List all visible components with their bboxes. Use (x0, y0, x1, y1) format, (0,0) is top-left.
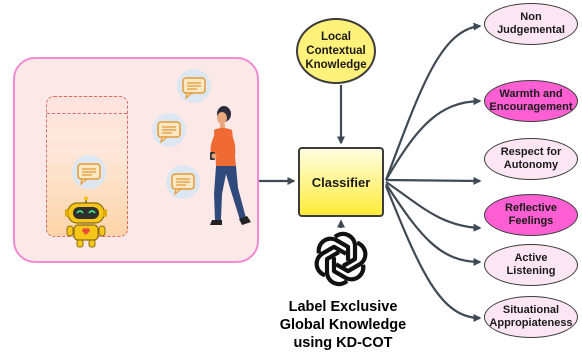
global-line-2: Global Knowledge (279, 317, 407, 333)
classifier-node: Classifier (298, 147, 384, 217)
label-line-1: Non (520, 11, 542, 23)
label-line-1: Reflective (505, 202, 557, 214)
global-knowledge-caption: Label Exclusive Global Knowledge using K… (268, 298, 418, 352)
label-line-2: Appropiateness (489, 317, 573, 329)
chat-bubble-icon (72, 155, 106, 189)
label-line-1: Situational (502, 304, 560, 316)
context-line-3: Knowledge (305, 59, 367, 71)
global-line-1: Label Exclusive (288, 299, 398, 315)
arrow-to-active-listening (385, 183, 482, 266)
label-line-2: Encouragement (489, 101, 573, 113)
person-with-phone-icon (210, 106, 251, 225)
label-line-2: Autonomy (503, 159, 559, 171)
openai-logo-icon (314, 231, 368, 287)
arrow-to-warmth (385, 97, 482, 181)
arrow-to-non-judgemental (384, 22, 482, 181)
context-line-2: Contextual (306, 45, 366, 57)
label-line-1: Respect for (500, 146, 562, 158)
context-line-1: Local (320, 31, 352, 43)
global-line-3: using KD-COT (293, 335, 393, 351)
chat-bubble-icon (177, 69, 211, 103)
arrow-to-autonomy (385, 176, 482, 185)
arrow-to-situational (384, 185, 482, 322)
robot-icon (65, 196, 107, 248)
chat-bubble-icon (152, 113, 186, 147)
arrow-to-reflective (385, 181, 482, 232)
label-line-2: Listening (506, 265, 556, 277)
classifier-label: Classifier (311, 174, 371, 190)
label-line-1: Active (514, 252, 548, 264)
label-line-2: Judgemental (497, 24, 565, 36)
chat-bubble-icon (166, 165, 200, 199)
local-contextual-knowledge-node: Local Contextual Knowledge (296, 18, 376, 84)
chat-app-header-line (47, 113, 127, 114)
label-line-2: Feelings (508, 215, 554, 227)
label-line-1: Warmth and (499, 88, 563, 100)
